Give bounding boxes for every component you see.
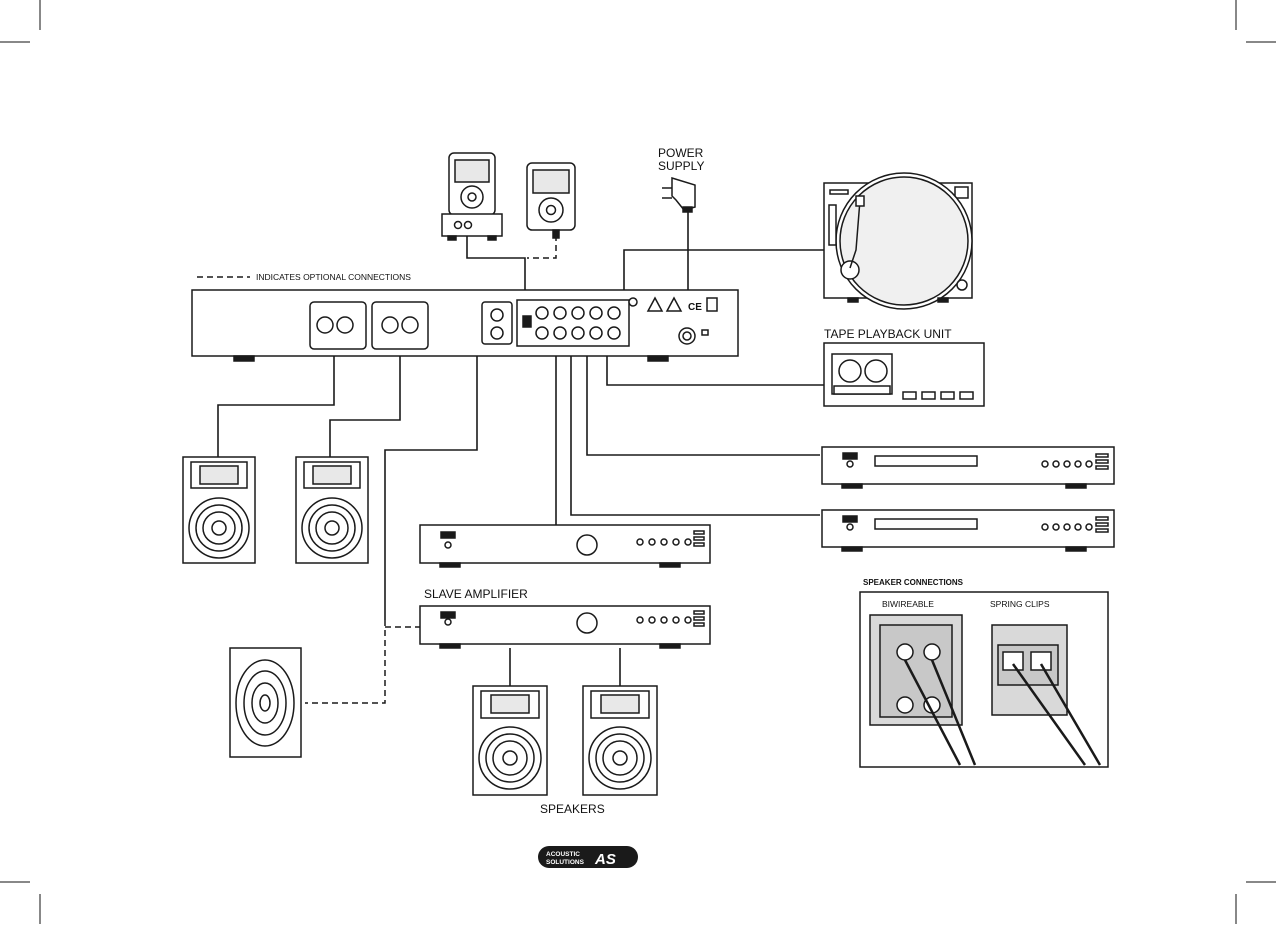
tape-unit-label: TAPE PLAYBACK UNIT xyxy=(824,327,952,341)
slave-speaker-left xyxy=(473,686,547,795)
speaker-connections-panel xyxy=(860,592,1108,767)
cable-slave-amp xyxy=(385,325,477,620)
speaker-connections-title: SPEAKER CONNECTIONS xyxy=(863,578,964,587)
cd-player-1 xyxy=(822,447,1114,488)
power-supply-label-1: POWER xyxy=(658,146,704,160)
cable-front-speaker-right xyxy=(330,345,400,457)
slave-amplifier-label: SLAVE AMPLIFIER xyxy=(424,587,528,601)
front-speaker-right xyxy=(296,457,368,563)
cable-cd-player-2 xyxy=(571,330,820,515)
optional-cable-player xyxy=(527,235,556,258)
logo-line-1: ACOUSTIC xyxy=(546,851,580,858)
brand-logo: ACOUSTIC SOLUTIONS AS xyxy=(538,846,638,868)
portable-player xyxy=(527,163,575,238)
power-amplifier xyxy=(420,525,710,567)
spring-clips-label: SPRING CLIPS xyxy=(990,599,1050,609)
logo-mark: AS xyxy=(594,851,616,868)
main-amplifier xyxy=(192,290,738,361)
power-supply-label-2: SUPPLY xyxy=(658,159,704,173)
power-supply-plug xyxy=(662,178,695,212)
tape-playback-unit xyxy=(824,343,984,406)
turntable xyxy=(824,173,972,309)
speakers-label: SPEAKERS xyxy=(540,802,605,816)
optional-note: INDICATES OPTIONAL CONNECTIONS xyxy=(256,272,411,282)
logo-line-2: SOLUTIONS xyxy=(546,859,585,866)
optional-cable-subwoofer xyxy=(305,620,385,703)
slave-speaker-right xyxy=(583,686,657,795)
front-speaker-left xyxy=(183,457,255,563)
subwoofer xyxy=(230,648,301,757)
ce-mark: CE xyxy=(688,302,702,313)
ipod-dock xyxy=(442,153,502,240)
slave-amplifier xyxy=(420,606,710,648)
cd-player-2 xyxy=(822,510,1114,551)
biwireable-label: BIWIREABLE xyxy=(882,599,934,609)
cable-front-speaker-left xyxy=(218,345,334,457)
